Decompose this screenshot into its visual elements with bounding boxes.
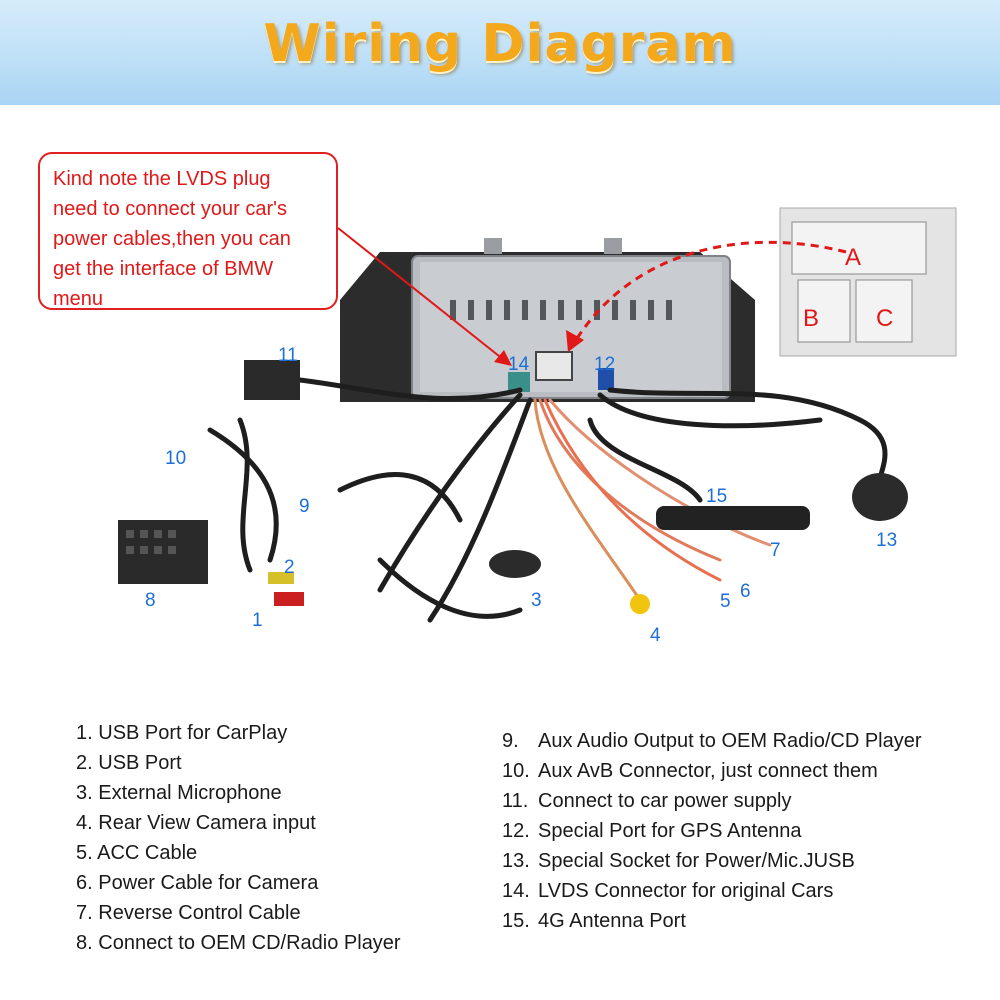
legend-item: 8. Connect to OEM CD/Radio Player bbox=[76, 932, 401, 954]
quadlock-connector bbox=[118, 520, 208, 584]
head-unit bbox=[340, 238, 755, 402]
legend-item: 11.Connect to car power supply bbox=[502, 790, 792, 812]
callout-2: 2 bbox=[284, 557, 295, 578]
legend-item: 7. Reverse Control Cable bbox=[76, 902, 301, 924]
callout-13: 13 bbox=[876, 530, 898, 551]
connector-a-label: A bbox=[845, 244, 862, 271]
power-box bbox=[244, 360, 300, 400]
callout-9: 9 bbox=[299, 496, 310, 517]
rca-camera bbox=[630, 594, 650, 614]
callout-4: 4 bbox=[650, 625, 661, 646]
wiring-illustration bbox=[118, 207, 957, 623]
callout-5: 5 bbox=[720, 591, 731, 612]
callout-6: 6 bbox=[740, 581, 751, 602]
note-line: get the interface of BMW bbox=[53, 258, 274, 280]
note-line: menu bbox=[53, 288, 104, 310]
callout-8: 8 bbox=[145, 590, 156, 611]
callout-11: 11 bbox=[278, 345, 298, 366]
connector-inset bbox=[779, 207, 957, 357]
connector-b-label: B bbox=[803, 305, 820, 332]
callout-12: 12 bbox=[594, 354, 616, 375]
usb-port-2 bbox=[268, 572, 294, 584]
callout-14: 14 bbox=[508, 354, 530, 375]
connector-c-label: C bbox=[876, 305, 894, 332]
legend-item: 2. USB Port bbox=[76, 752, 182, 774]
callout-1: 1 bbox=[252, 610, 263, 631]
microphone bbox=[489, 550, 541, 578]
legend-right: 9.Aux Audio Output to OEM Radio/CD Playe… bbox=[502, 726, 922, 936]
legend-item: 5. ACC Cable bbox=[76, 842, 198, 864]
gps-antenna bbox=[852, 473, 908, 521]
callout-10: 10 bbox=[165, 448, 187, 469]
legend-item: 3. External Microphone bbox=[76, 782, 282, 804]
legend-left: 1. USB Port for CarPlay 2. USB Port 3. E… bbox=[76, 718, 401, 958]
legend-item: 10.Aux AvB Connector, just connect them bbox=[502, 760, 878, 782]
lvds-note: Kind note the LVDS plug need to connect … bbox=[38, 152, 338, 310]
callout-7: 7 bbox=[770, 540, 781, 561]
legend-item: 1. USB Port for CarPlay bbox=[76, 722, 288, 744]
note-line: Kind note the LVDS plug bbox=[53, 168, 271, 190]
callout-15: 15 bbox=[706, 486, 728, 507]
legend-item: 4. Rear View Camera input bbox=[76, 812, 316, 834]
legend-item: 13.Special Socket for Power/Mic.JUSB bbox=[502, 850, 855, 872]
legend-item: 15.4G Antenna Port bbox=[502, 910, 686, 932]
legend-item: 9.Aux Audio Output to OEM Radio/CD Playe… bbox=[502, 730, 922, 752]
legend-item: 6. Power Cable for Camera bbox=[76, 872, 319, 894]
usb-port-1 bbox=[274, 592, 304, 606]
4g-antenna bbox=[656, 506, 810, 530]
legend-item: 12.Special Port for GPS Antenna bbox=[502, 820, 802, 842]
callout-3: 3 bbox=[531, 590, 542, 611]
header-banner: Wiring Diagram bbox=[0, 0, 1000, 105]
page-title: Wiring Diagram bbox=[263, 14, 737, 74]
legend-item: 14.LVDS Connector for original Cars bbox=[502, 880, 834, 902]
note-line: need to connect your car's bbox=[53, 198, 287, 220]
note-line: power cables,then you can bbox=[53, 228, 291, 250]
